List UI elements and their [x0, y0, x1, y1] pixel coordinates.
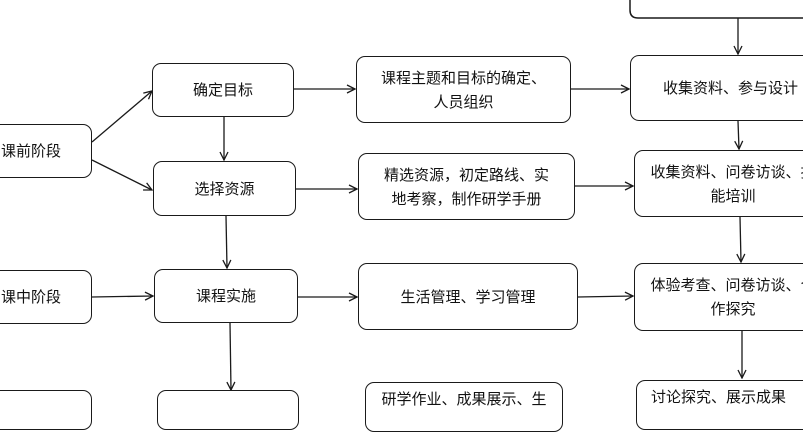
node-bottom-middle: [157, 390, 299, 430]
node-theme-confirm: 课程主题和目标的确定、 人员组织: [356, 56, 571, 123]
top-box-edge: [629, 0, 803, 19]
arrow-pre-to-goal: [91, 91, 152, 143]
node-pre-stage-label: 课前阶段: [0, 142, 61, 160]
node-collect-design: 收集资料、参与设计: [630, 55, 803, 121]
arrow-resource-to-implement: [226, 215, 227, 268]
flowchart-connectors: [91, 0, 803, 400]
node-set-goal-label: 确定目标: [192, 81, 253, 99]
node-mid-stage-label: 课中阶段: [0, 288, 61, 306]
node-implement-label: 课程实施: [195, 287, 256, 305]
node-life-manage: 生活管理、学习管理: [358, 263, 578, 330]
node-discuss-label: 讨论探究、展示成果: [651, 388, 787, 406]
node-experience-label: 体验考查、问卷访谈、合 作探究: [650, 276, 803, 318]
node-select-route-label: 精选资源，初定路线、实 地考察，制作研学手册: [383, 165, 549, 208]
arrow-mid-to-implement: [91, 296, 153, 297]
node-select-route: 精选资源，初定路线、实 地考察，制作研学手册: [358, 153, 575, 220]
arrow-pre-to-resource: [91, 159, 152, 190]
node-select-resource: 选择资源: [153, 161, 296, 216]
arrow-survey-to-experience: [740, 216, 741, 262]
arrow-life-to-experience: [577, 296, 633, 297]
node-research-part-label: 研学作业、成果展示、生: [381, 390, 547, 408]
node-bottom-left: [0, 390, 92, 430]
node-pre-stage: 课前阶段: [0, 124, 92, 178]
node-collect-survey: 收集资料、问卷访谈、技 能培训: [634, 150, 803, 217]
arrow-design-to-survey: [738, 120, 739, 149]
node-collect-survey-label: 收集资料、问卷访谈、技 能培训: [650, 162, 803, 205]
node-implement: 课程实施: [154, 269, 298, 323]
node-theme-confirm-label: 课程主题和目标的确定、 人员组织: [380, 68, 546, 111]
arrow-implement-down: [230, 322, 231, 390]
node-set-goal: 确定目标: [152, 63, 294, 117]
node-select-resource-label: 选择资源: [194, 179, 255, 198]
node-discuss: 讨论探究、展示成果: [636, 380, 803, 430]
node-experience: 体验考查、问卷访谈、合 作探究: [634, 263, 803, 331]
node-mid-stage: 课中阶段: [0, 270, 92, 324]
node-life-manage-label: 生活管理、学习管理: [400, 287, 536, 306]
node-research-part: 研学作业、成果展示、生: [365, 382, 563, 432]
node-collect-design-label: 收集资料、参与设计: [663, 79, 799, 97]
